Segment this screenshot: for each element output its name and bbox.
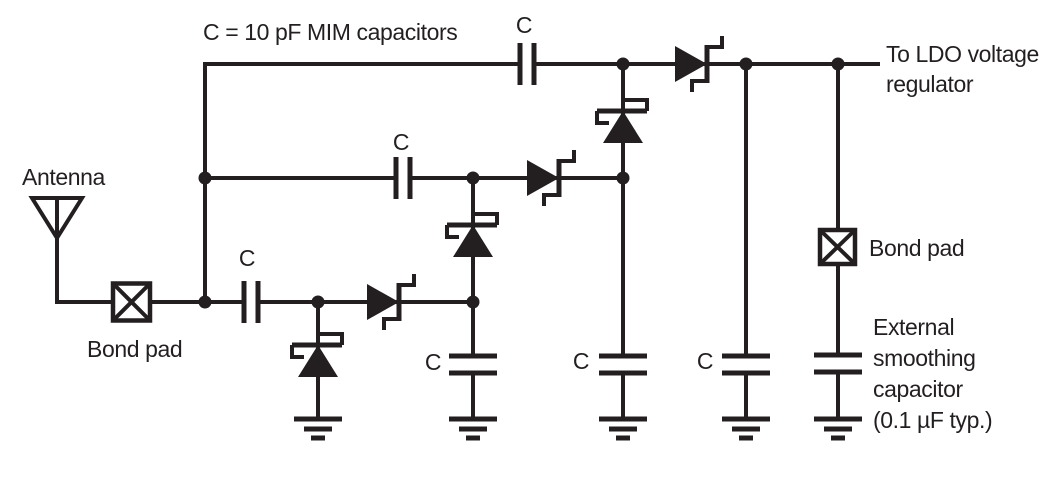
output-label-line2: regulator [886, 71, 974, 97]
antenna-triangle [28, 196, 86, 242]
series-capacitor-stage3 [517, 43, 537, 85]
capacitor-plates [599, 353, 647, 376]
schottky-diode-shunt-stage1 [290, 332, 344, 377]
diode-triangle [367, 284, 399, 320]
junction-dot [311, 295, 325, 309]
capacitor-plates [449, 353, 497, 376]
bond-pad-output-label: Bond pad [869, 235, 964, 261]
capacitor-plates [393, 157, 413, 199]
schottky-hooks [445, 212, 499, 239]
diode-triangle [453, 225, 493, 257]
ground-symbol-1 [294, 416, 342, 441]
junction-dot [198, 171, 212, 185]
bond-pad-input-icon [110, 281, 153, 323]
external-cap-label-line3: capacitor [873, 376, 963, 402]
schottky-diode-series-stage3 [675, 36, 724, 92]
ground-bars [814, 416, 862, 441]
series-capacitor-stage2 [393, 157, 413, 199]
capacitor-plates [814, 352, 862, 375]
ground-bars [294, 416, 342, 441]
cap-label-shunt-1: C [425, 349, 441, 375]
shunt-capacitor-stage3 [722, 353, 770, 376]
cap-label-series-1: C [239, 245, 255, 271]
capacitor-plates [722, 353, 770, 376]
bond-pad-output-icon [817, 227, 858, 267]
junction-dot [466, 171, 480, 185]
schottky-diode-shunt-stage3 [595, 98, 649, 143]
schottky-diode-shunt-stage2 [445, 212, 499, 257]
schottky-diode-series-stage1 [367, 274, 416, 330]
junction-dot [466, 295, 480, 309]
schottky-diode-series-stage2 [527, 150, 576, 206]
cap-label-series-2: C [393, 129, 409, 155]
junction-dot [616, 57, 630, 71]
schottky-hooks [290, 332, 344, 359]
schottky-hooks [542, 150, 576, 206]
shunt-capacitor-stage2 [599, 353, 647, 376]
external-cap-label-line2: smoothing [873, 345, 976, 371]
wire-antenna-feed [55, 198, 113, 304]
external-cap-label-line1: External [873, 314, 954, 340]
junction-dot [739, 57, 753, 71]
ground-bars [599, 416, 647, 441]
external-cap-label-line4: (0.1 µF typ.) [873, 407, 992, 433]
schottky-hooks [690, 36, 724, 92]
ground-symbol-5 [814, 416, 862, 441]
external-smoothing-capacitor-icon [814, 352, 862, 375]
cap-label-shunt-2: C [573, 348, 589, 374]
bond-pad-x [111, 282, 152, 322]
schottky-hooks [382, 274, 416, 330]
schottky-hooks [595, 98, 649, 125]
ground-bars [722, 416, 770, 441]
diode-triangle [527, 160, 559, 196]
series-capacitor-stage1 [241, 281, 261, 323]
capacitor-plates [517, 43, 537, 85]
note-label: C = 10 pF MIM capacitors [203, 19, 457, 45]
ground-symbol-3 [599, 416, 647, 441]
junction-dot [616, 171, 630, 185]
wire-bus [203, 62, 520, 302]
ground-symbol-4 [722, 416, 770, 441]
bond-pad-x [818, 228, 857, 266]
cap-label-series-3: C [516, 12, 532, 38]
bond-pad-input-label: Bond pad [87, 336, 182, 362]
diode-triangle [603, 111, 643, 143]
junction-dot [198, 295, 212, 309]
shunt-capacitor-stage1 [449, 353, 497, 376]
junction-dots [198, 57, 845, 309]
ground-symbol-2 [449, 416, 497, 441]
output-label-line1: To LDO voltage [886, 41, 1039, 67]
diode-triangle [675, 46, 707, 82]
ground-bars [449, 416, 497, 441]
antenna-icon [28, 196, 86, 242]
diode-triangle [298, 345, 338, 377]
cap-label-shunt-3: C [697, 348, 713, 374]
capacitor-plates [241, 281, 261, 323]
junction-dot [831, 57, 845, 71]
antenna-label: Antenna [22, 164, 105, 190]
